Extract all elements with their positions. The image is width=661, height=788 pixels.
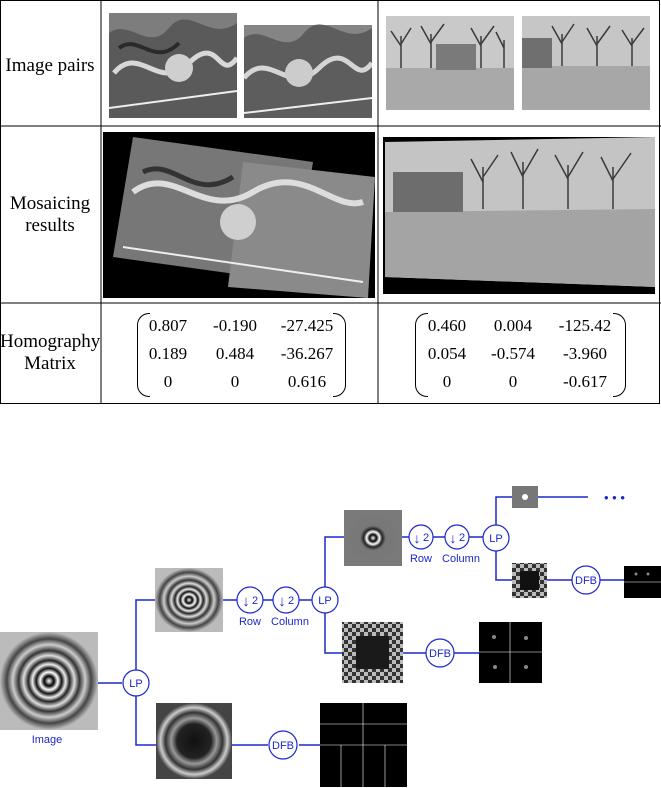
row-label-level2: Row <box>410 553 432 565</box>
row-label-image-pairs: Image pairs <box>0 55 100 77</box>
trees-image-left <box>386 16 514 110</box>
continuation-ellipsis: • • • <box>604 490 625 505</box>
down-arrow-icon: ↓ <box>278 593 286 610</box>
graffiti-image-left <box>109 13 237 118</box>
downsample-factor: 2 <box>423 532 429 544</box>
dfb-node-level2-label: DFB <box>429 648 451 660</box>
lowpass-image-level3-dot <box>522 494 528 500</box>
downsample-column-node-level1: ↓ 2 <box>273 587 299 613</box>
matrix-2-cell: -3.960 <box>545 344 625 364</box>
graffiti-mosaic-result <box>103 132 375 298</box>
matrix-2-cell: 0 <box>473 372 553 392</box>
down-arrow-icon: ↓ <box>414 530 421 546</box>
trees-image-right <box>522 16 650 110</box>
downsample-factor: 2 <box>288 595 294 607</box>
lp-node-level2-label: LP <box>318 595 331 607</box>
row-label-mosaicing-line1: Mosaicing <box>0 193 100 215</box>
matrix-1-cell: -36.267 <box>267 344 347 364</box>
dfb-node-level1-label: DFB <box>272 740 294 752</box>
column-label-level1: Column <box>271 616 309 628</box>
row-label-homography-line2: Matrix <box>0 353 100 375</box>
down-arrow-icon: ↓ <box>242 593 250 610</box>
lp-node-level1-label: LP <box>129 678 142 690</box>
homography-matrix-1: 0.807 -0.190 -27.425 0.189 0.484 -36.267… <box>137 313 347 397</box>
matrix-1-cell: 0.484 <box>195 344 275 364</box>
dfb-node-level2: DFB <box>426 639 454 667</box>
matrix-1-cell: 0.616 <box>267 372 347 392</box>
dfb-node-level1: DFB <box>269 731 297 759</box>
input-image-label: Image <box>32 734 63 746</box>
matrix-1-cell: 0 <box>195 372 275 392</box>
lp-node-level2: LP <box>312 587 338 613</box>
column-label-level2: Column <box>442 553 480 565</box>
row-label-level1: Row <box>239 616 261 628</box>
bandpass-image-level2-center <box>356 636 389 669</box>
lp-node-level3-label: LP <box>489 533 502 545</box>
lp-node-level3: LP <box>483 525 509 551</box>
trees-mosaic-result <box>383 137 655 294</box>
subbands-level2 <box>479 622 542 683</box>
contourlet-flow-diagram: LP LP LP DFB DFB DFB ↓ 2 ↓ 2 Row Column … <box>0 470 661 788</box>
lowpass-image-level1 <box>155 568 223 632</box>
matrix-2-cell: -0.617 <box>545 372 625 392</box>
downsample-row-node-level2: ↓ 2 <box>409 525 433 549</box>
subbands-level1 <box>320 703 407 787</box>
matrix-1-cell: -27.425 <box>267 316 347 336</box>
downsample-row-node-level1: ↓ 2 <box>237 587 263 613</box>
dfb-node-level3-label: DFB <box>575 575 597 587</box>
matrix-2-cell: 0.004 <box>473 316 553 336</box>
downsample-factor: 2 <box>459 532 465 544</box>
mosaicing-table: Image pairs Mosaicing results Homography… <box>0 0 661 405</box>
lp-node-level1: LP <box>123 670 149 696</box>
graffiti-image-right <box>244 13 372 118</box>
lowpass-image-level2 <box>344 510 402 566</box>
down-arrow-icon: ↓ <box>450 530 457 546</box>
matrix-2-cell: -0.574 <box>473 344 553 364</box>
subbands-level3 <box>624 566 661 598</box>
input-image <box>0 632 98 730</box>
row-label-mosaicing: Mosaicing results <box>0 193 100 237</box>
bandpass-image-level1 <box>156 703 232 779</box>
matrix-2-cell: -125.42 <box>545 316 625 336</box>
row-label-homography: Homography Matrix <box>0 331 100 375</box>
bandpass-image-level3-center <box>520 571 539 590</box>
matrix-1-cell: -0.190 <box>195 316 275 336</box>
dfb-node-level3: DFB <box>572 566 600 594</box>
downsample-factor: 2 <box>252 595 258 607</box>
downsample-column-node-level2: ↓ 2 <box>445 525 469 549</box>
row-label-mosaicing-line2: results <box>0 215 100 237</box>
homography-matrix-2: 0.460 0.004 -125.42 0.054 -0.574 -3.960 … <box>415 313 627 397</box>
row-label-homography-line1: Homography <box>0 331 100 353</box>
